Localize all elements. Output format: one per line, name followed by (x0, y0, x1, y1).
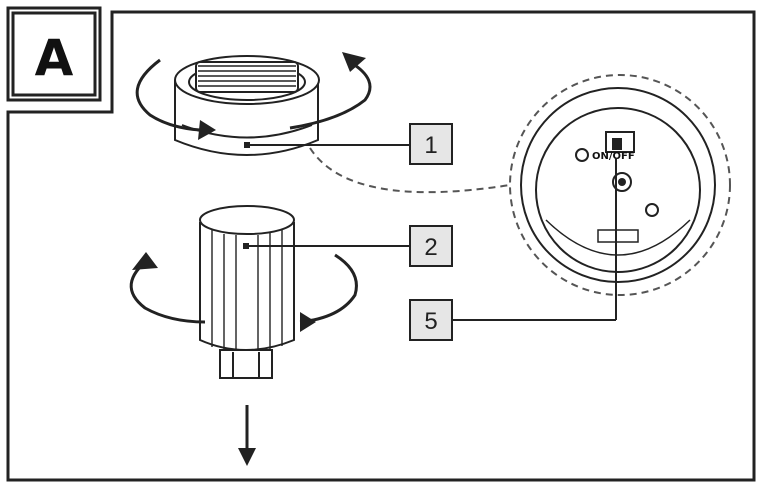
rotate-arrow-handle (129, 253, 358, 324)
arrow-head-handle-right (300, 312, 316, 332)
panel-frame (6, 10, 756, 482)
panel-letter: A (35, 29, 74, 87)
panel-letter-box: A (6, 6, 102, 102)
down-arrow-icon (238, 405, 256, 466)
callout-1-label: 1 (424, 132, 437, 159)
part-1-cap (174, 55, 320, 156)
rotate-arrow-cap (135, 58, 372, 132)
part-2-handle (199, 205, 295, 379)
callout-5: 5 (409, 158, 617, 341)
callout-5-label: 5 (424, 308, 437, 335)
callout-1: 1 (244, 123, 453, 165)
arrow-head-cap-left (198, 120, 216, 140)
callout-2: 2 (243, 225, 453, 267)
on-off-switch-label: ON/OFF (592, 151, 635, 162)
arrow-head-cap-right (342, 52, 366, 72)
detail-view (309, 74, 731, 296)
arrow-head-handle-left (132, 252, 158, 270)
callout-2-label: 2 (424, 234, 437, 261)
